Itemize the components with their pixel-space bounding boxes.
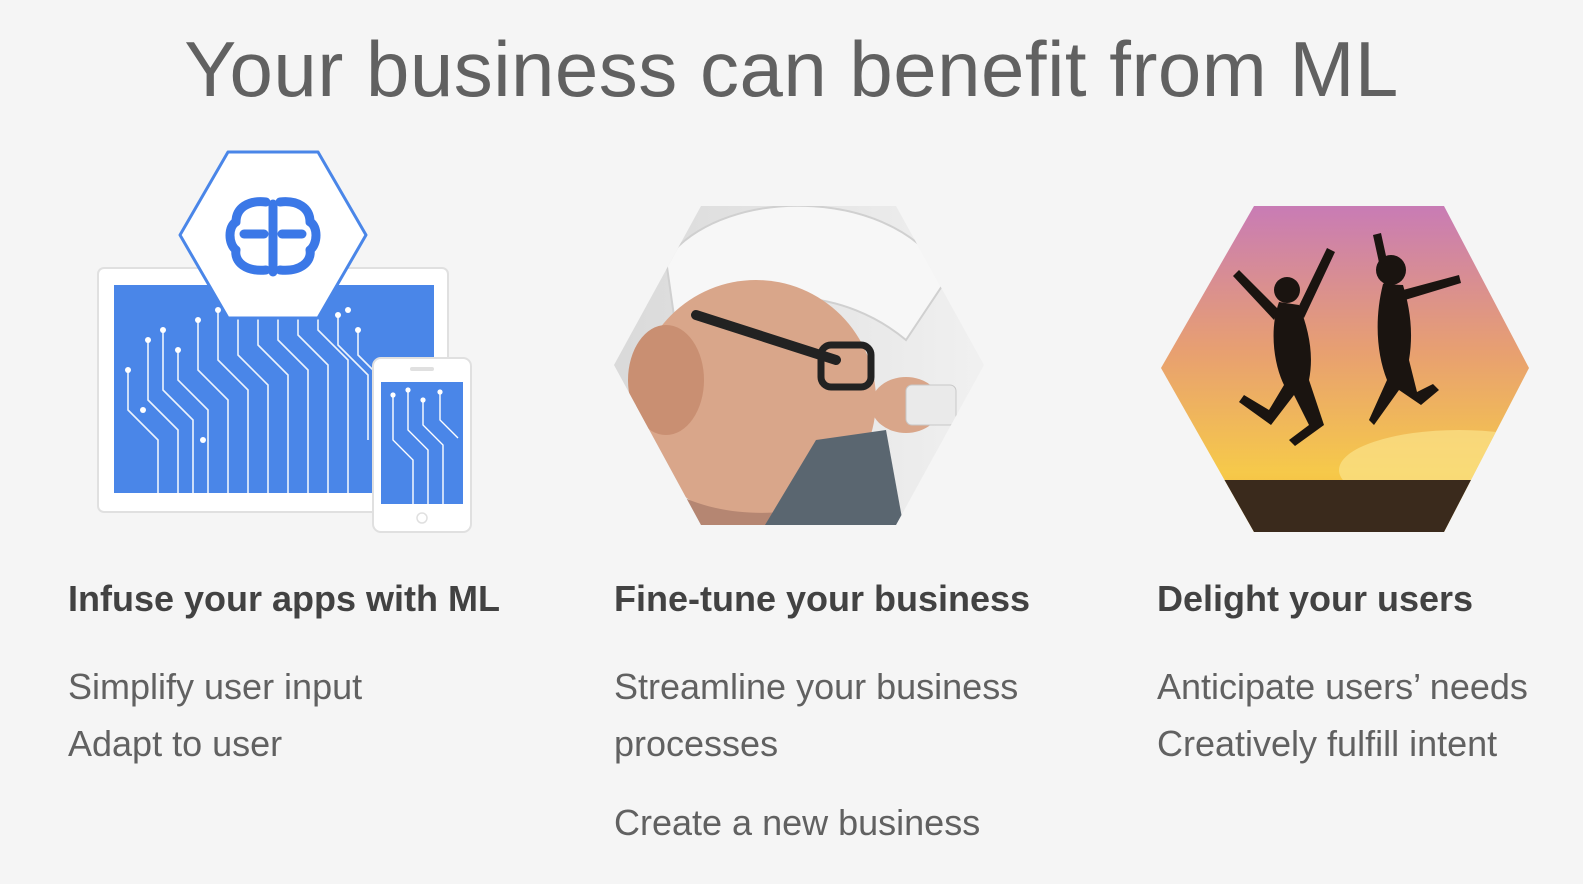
list-item: Streamline your business — [614, 666, 1019, 707]
column-heading: Infuse your apps with ML — [68, 578, 501, 619]
list-item: Adapt to user — [68, 723, 283, 764]
benefit-list: Streamline your business processes Creat… — [614, 658, 1018, 851]
list-item: Creatively fulfill intent — [1157, 723, 1498, 764]
column-delight-users: Delight your users Anticipate users’ nee… — [1157, 140, 1583, 880]
column-heading: Delight your users — [1157, 578, 1474, 619]
worker-photo-hexagon — [614, 206, 984, 525]
benefit-list: Simplify user input Adapt to user — [68, 658, 362, 772]
brain-hexagon-icon — [178, 150, 368, 320]
column-heading: Fine-tune your business — [614, 578, 1031, 619]
list-item: processes — [614, 723, 779, 764]
column-infuse-apps: Infuse your apps with ML Simplify user i… — [68, 140, 528, 880]
brain-icon — [225, 197, 321, 277]
jumping-people-photo-hexagon — [1161, 206, 1529, 532]
list-item: Anticipate users’ needs — [1157, 666, 1528, 707]
list-item: Create a new business — [614, 802, 981, 843]
slide-title: Your business can benefit from ML — [184, 25, 1399, 113]
phone-icon — [372, 357, 472, 533]
column-fine-tune-business: Fine-tune your business Streamline your … — [614, 140, 1074, 880]
ml-devices-illustration — [97, 150, 472, 533]
list-item: Simplify user input — [68, 666, 363, 707]
benefit-list: Anticipate users’ needs Creatively fulfi… — [1157, 658, 1528, 772]
